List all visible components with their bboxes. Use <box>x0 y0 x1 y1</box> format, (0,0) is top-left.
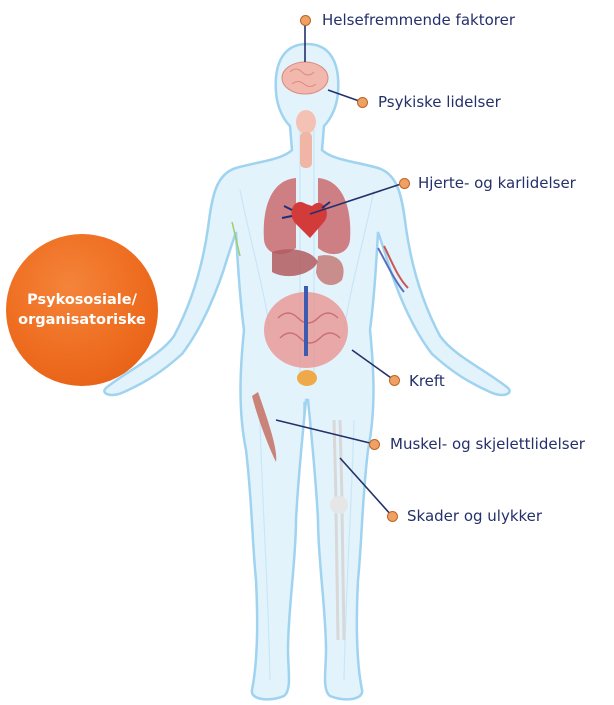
badge-line-2: organisatoriske <box>12 310 152 330</box>
badge-text: Psykososiale/ organisatoriske <box>12 290 152 330</box>
badge-line-1: Psykososiale/ <box>12 290 152 310</box>
label-hjerte-og-karlidelser: Hjerte- og karlidelser <box>418 174 576 192</box>
psychosocial-badge: Psykososiale/ organisatoriske <box>6 234 158 386</box>
label-helsefremmende-faktorer: Helsefremmende faktorer <box>322 11 515 29</box>
marker-dot-heart <box>399 178 410 189</box>
label-muskel-og-skjelettlidelser: Muskel- og skjelettlidelser <box>390 435 585 453</box>
label-psykiske-lidelser: Psykiske lidelser <box>378 93 501 111</box>
marker-dot-health <box>300 15 311 26</box>
brain-icon <box>282 62 328 94</box>
marker-dot-psych <box>357 97 368 108</box>
marker-dot-musc <box>369 439 380 450</box>
bladder-icon <box>297 370 317 386</box>
marker-dot-cancer <box>389 375 400 386</box>
label-skader-og-ulykker: Skader og ulykker <box>407 507 542 525</box>
marker-dot-injury <box>387 511 398 522</box>
label-kreft: Kreft <box>409 372 445 390</box>
